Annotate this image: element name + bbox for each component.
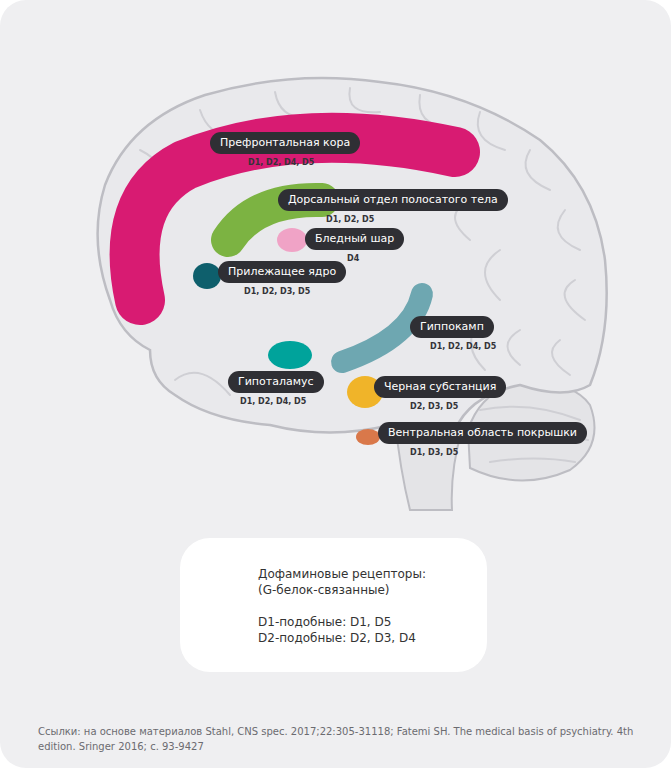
region-label: Дорсальный отдел полосатого телаD1, D2, … xyxy=(278,188,508,224)
region-label: Черная субстанцияD2, D3, D5 xyxy=(374,375,506,411)
region-name: Дорсальный отдел полосатого тела xyxy=(278,189,508,211)
receptor-list: D1, D2, D3, D5 xyxy=(244,287,346,296)
legend-text: D2-подобные: D2, D3, D4 xyxy=(258,630,467,646)
region-label: Бледный шарD4 xyxy=(305,227,404,263)
receptor-list: D1, D2, D4, D5 xyxy=(430,342,496,351)
brain-outline xyxy=(98,78,607,510)
receptor-list: D1, D2, D5 xyxy=(326,215,508,224)
region-label: Префронтальная кораD1, D2, D4, D5 xyxy=(210,131,360,167)
region-label: Прилежащее ядроD1, D2, D3, D5 xyxy=(218,260,346,296)
region-name: Черная субстанция xyxy=(374,376,506,398)
region-name: Вентральная область покрышки xyxy=(378,422,587,444)
hypothalamus-region xyxy=(268,341,312,369)
reference-caption: Ссылки: на основе материалов Stahl, CNS … xyxy=(38,724,638,754)
receptor-list: D1, D2, D4, D5 xyxy=(248,158,360,167)
region-name: Гиппокамп xyxy=(410,316,494,338)
region-label: Вентральная область покрышкиD1, D3, D5 xyxy=(378,421,587,457)
vta-region xyxy=(356,429,380,445)
receptor-list: D2, D3, D5 xyxy=(410,402,506,411)
receptor-list: D1, D2, D4, D5 xyxy=(240,397,324,406)
legend-box: Дофаминовые рецепторы:(G-белок-связанные… xyxy=(180,538,487,672)
legend-text: (G-белок-связанные) xyxy=(258,582,467,598)
receptor-list: D1, D3, D5 xyxy=(410,448,587,457)
region-name: Гипоталамус xyxy=(228,371,324,393)
receptor-list: D4 xyxy=(347,254,404,263)
region-name: Префронтальная кора xyxy=(210,132,360,154)
region-name: Прилежащее ядро xyxy=(218,261,346,283)
pallidum-region xyxy=(277,228,307,252)
prefrontal-region xyxy=(135,138,455,300)
legend-text: Дофаминовые рецепторы: xyxy=(258,566,467,582)
region-label: ГиппокампD1, D2, D4, D5 xyxy=(410,315,496,351)
legend-text: D1-подобные: D1, D5 xyxy=(258,614,467,630)
region-name: Бледный шар xyxy=(305,228,404,250)
region-label: ГипоталамусD1, D2, D4, D5 xyxy=(228,370,324,406)
accumbens-region xyxy=(193,263,221,289)
